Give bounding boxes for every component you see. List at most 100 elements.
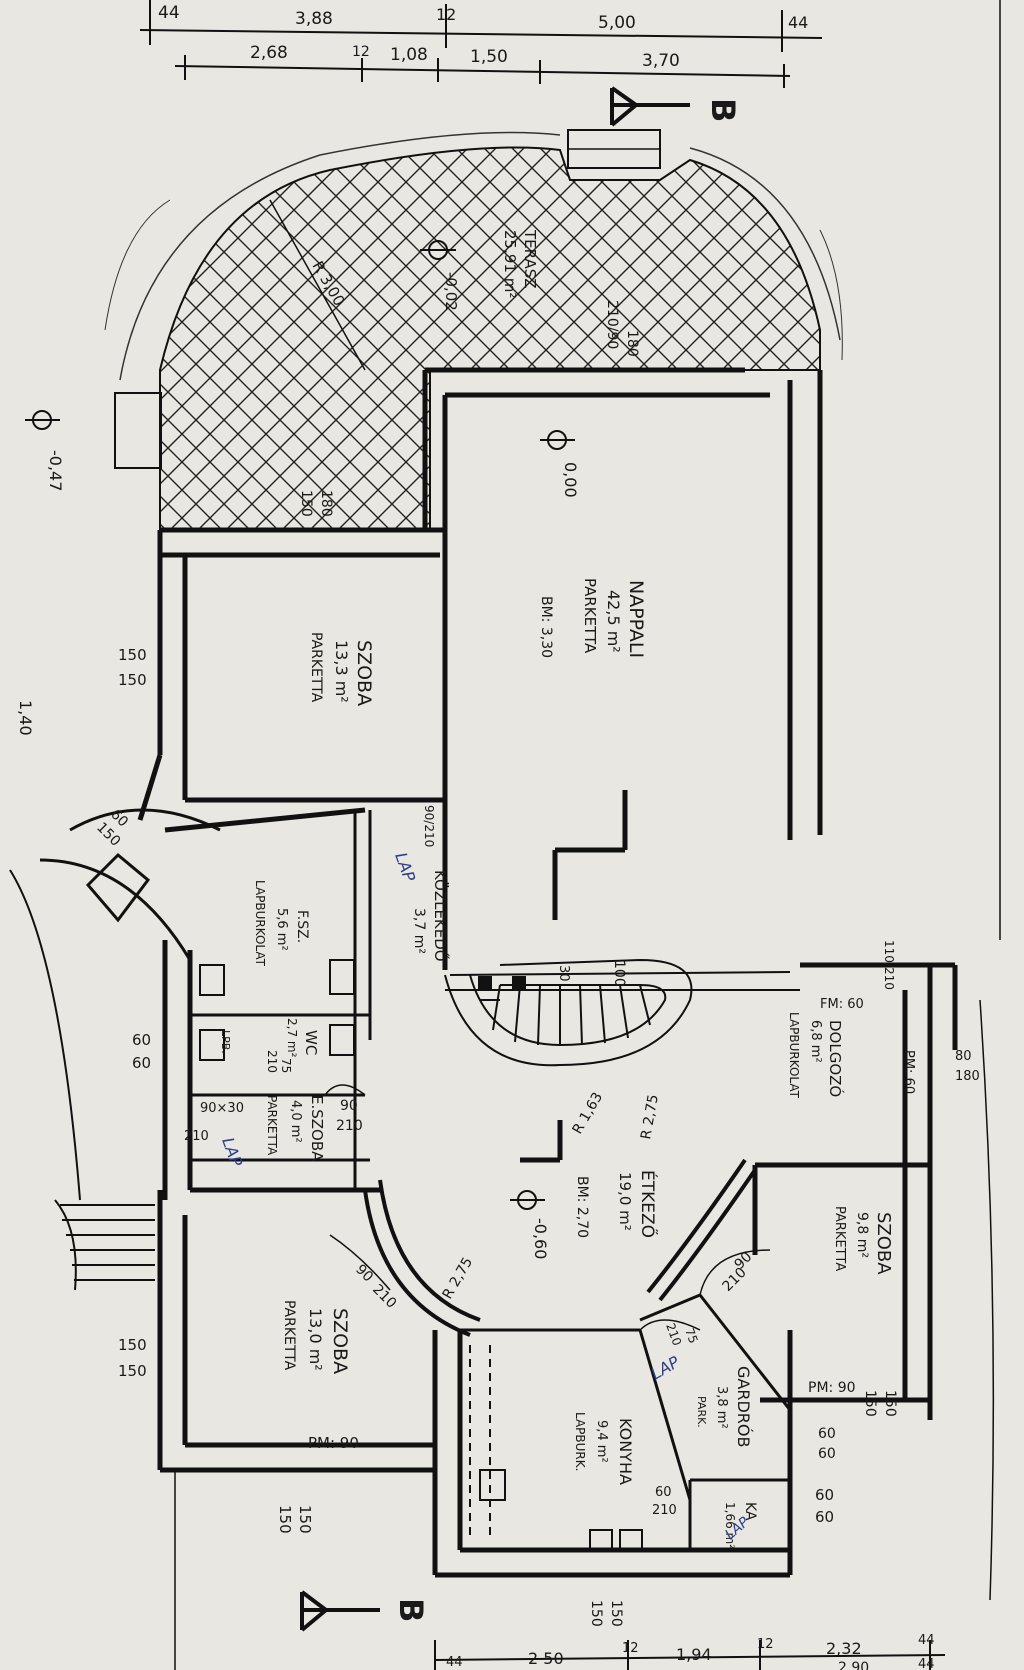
dim-label: 3,70 [642,51,680,71]
room-area-gardrob: 3,8 m² [714,1386,729,1429]
level-outside: -0,47 [46,450,65,491]
dim-label: 2,68 [250,43,288,63]
window-label: 80 [955,1049,972,1064]
window-label: 150 [118,646,147,664]
room-name-eszoba: E.SZOBA [308,1095,326,1162]
level-entry: 1,40 [16,700,35,736]
window-label: PM: 90 [808,1380,856,1396]
room-name-etkezo: ÉTKEZŐ [637,1170,659,1238]
room-name-fsz: F.SZ. [294,910,310,943]
door-label: 210 [652,1503,677,1518]
room-name-terrace: TERASZ [521,229,539,289]
window-label: 210/90 [604,300,620,349]
boundary-curve [9,869,81,1201]
room-area-nappali: 42,5 m² [604,590,623,653]
room-floor-szoba3: PARKETTA [832,1206,847,1271]
handwritten-note: LAP [391,850,419,885]
dim-label: 5,00 [598,13,636,33]
section-marker-label: B [392,1598,430,1622]
window-label: 110/210 [882,940,896,990]
room-height-nappali: BM: 3,30 [538,596,554,658]
room-name-wc: WC [302,1030,320,1055]
dim-label: 2,90 [838,1660,869,1670]
section-marker-label: B [704,98,742,122]
room-height-etkezo: BM: 2,70 [574,1176,590,1238]
window-label: 150 [862,1390,878,1417]
room-labels: NAPPALI 42,5 m² PARKETTA BM: 3,30 SZOBA … [253,578,894,1549]
room-name-dolgozo: DOLGOZÓ [826,1020,845,1097]
door-label: 210 [369,1282,399,1312]
dimensions-bottom [434,1640,946,1670]
dim-label: 44 [158,3,180,23]
window-label: 210 [184,1129,209,1144]
door-label: 75 [682,1326,700,1345]
stair-label: 100 [611,960,627,987]
room-floor-dolgozo: LAPBURKOLAT [787,1012,801,1099]
dimensions-top [139,0,823,88]
handwritten-note: LAP [218,1135,246,1170]
dimensions-bottom-labels: 44 2 50 12 1,94 12 2,32 44 2,90 44 [446,1633,935,1670]
dim-label: 12 [436,5,456,24]
room-name-gardrob: GARDRÓB [734,1366,753,1447]
window-label: 150 [298,490,314,517]
terrace [104,129,843,531]
room-area-kamra: 1,66 m² [723,1502,737,1549]
door-label: 210 [265,1050,279,1073]
boundary-line [979,999,995,1601]
window-label: 150 [588,1600,604,1627]
dim-label: 2 50 [528,1649,564,1668]
room-area-kozlekedo: 3,7 m² [411,908,427,954]
room-floor-szoba1: PARKETTA [308,632,324,703]
dim-label: 44 [788,13,808,32]
door-label: 90 [352,1262,376,1286]
room-area-terrace: 25,91 m² [501,230,519,298]
stair-label: 30 [556,965,571,982]
room-area-szoba1: 13,3 m² [332,640,351,703]
window-label: PM: 90 [308,1434,359,1452]
window-label: 150 [276,1505,294,1534]
window-label: 60 [132,1031,151,1049]
room-name-konyha: KONYHA [616,1418,635,1485]
dim-label: 1,94 [676,1645,712,1664]
door-label: 90 [340,1098,358,1114]
room-area-etkezo: 19,0 m² [616,1172,634,1231]
room-floor-eszoba: PARKETTA [265,1095,279,1156]
room-area-szoba2: 13,0 m² [306,1308,325,1371]
dim-label: 12 [757,1637,774,1652]
window-label: 150 [296,1505,314,1534]
door-label: 90/210 [422,805,436,847]
radius-label: R 2,75 [638,1093,662,1140]
dimensions-top-labels: 44 3,88 12 5,00 44 2,68 12 1,08 1,50 3,7… [158,3,808,71]
room-area-eszoba: 4,0 m² [288,1100,303,1143]
room-floor-konyha: LAPBURK. [573,1412,587,1471]
level-living: 0,00 [561,462,580,498]
window-label: 150 [608,1600,624,1627]
dim-label: 3,88 [295,9,333,29]
window-label: 150 [118,671,147,689]
radius-label: R 1,63 [570,1090,607,1137]
section-marker-top [610,86,690,127]
room-floor-gardrob: PARK. [695,1396,708,1428]
fixtures [199,959,643,1551]
room-name-kamra: KA [742,1502,758,1521]
window-label: 60 [818,1446,836,1462]
room-floor-szoba2: PARKETTA [281,1300,297,1371]
room-name-szoba1: SZOBA [353,640,375,706]
dim-label: 12 [352,44,370,60]
window-label: LPB. [219,1030,232,1054]
dim-label: 12 [622,1641,639,1656]
radius-line [269,199,366,371]
room-area-wc: 2,7 m² [285,1018,299,1058]
door-label: 75 [279,1058,293,1073]
window-label: 150 [118,1362,147,1380]
dim-label: 1,08 [390,45,428,65]
dining-curves [363,1158,757,1337]
window-label: 60 [132,1054,151,1072]
window-label: 180 [955,1069,980,1084]
level-dining: -0,60 [531,1218,550,1259]
spiral-stair [444,958,800,1067]
window-label: 60 [815,1486,834,1504]
window-label: 180 [624,330,640,357]
window-label: 60 [815,1508,834,1526]
